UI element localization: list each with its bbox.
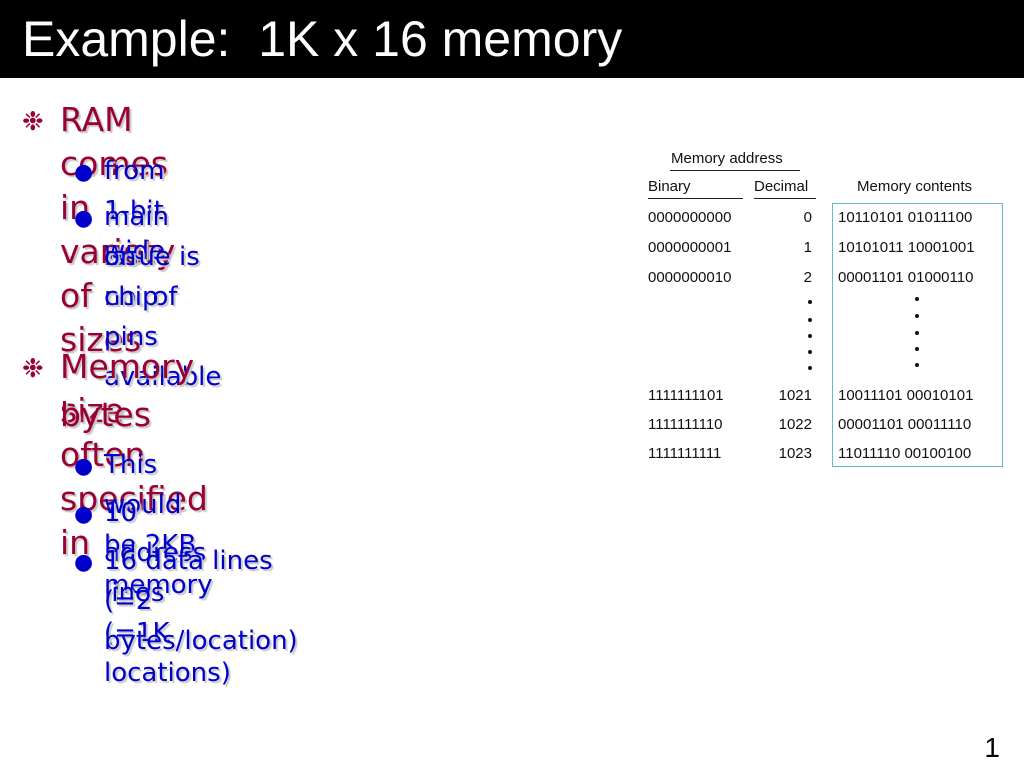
cell-binary: 1111111111 [648, 445, 722, 462]
cell-decimal: 1023 [778, 445, 812, 462]
cell-contents: 10011101 00010101 [838, 387, 974, 404]
decimal-underline [754, 198, 816, 199]
cell-decimal: 2 [803, 269, 812, 286]
cell-decimal: 1021 [778, 387, 812, 404]
dot-bullet-icon: ● [74, 206, 94, 231]
asterisk-bullet-icon: ❉ [22, 107, 44, 137]
ellipsis-dot [915, 297, 919, 301]
ellipsis-dot [915, 347, 919, 351]
ellipsis-dot [915, 363, 919, 367]
cell-contents: 00001101 00011110 [838, 416, 972, 433]
dot-bullet-icon: ● [74, 502, 94, 527]
slide-title: Example: 1K x 16 memory [22, 11, 623, 67]
dot-bullet-icon: ● [74, 454, 94, 479]
ellipsis-dot [915, 331, 919, 335]
cell-contents: 11011110 00100100 [838, 445, 972, 462]
sub-bullet-address-lines: 10 address lines (=1K locations) [104, 498, 231, 688]
cell-binary: 0000000000 [648, 209, 732, 226]
memory-contents-box [832, 203, 1003, 467]
cell-contents: 10110101 01011100 [838, 209, 973, 226]
sub-bullet-2kb: This would be 2KB memory [104, 450, 213, 600]
cell-decimal: 1022 [778, 416, 812, 433]
cell-contents: 00001101 01000110 [838, 269, 974, 286]
column-memory-contents: Memory contents [857, 178, 973, 195]
bullet-memory-size-cont: bytes [60, 395, 151, 434]
binary-underline [648, 198, 743, 199]
cell-decimal: 0 [803, 209, 812, 226]
asterisk-bullet-icon: ❉ [22, 354, 44, 384]
column-decimal: Decimal [754, 178, 809, 195]
sub-bullet-data-lines: 16 data lines (=2 bytes/location) [104, 546, 298, 656]
ellipsis-dot [808, 350, 812, 354]
memory-address-header: Memory address [671, 150, 783, 167]
dot-bullet-icon: ● [74, 550, 94, 575]
cell-contents: 10101011 10001001 [838, 239, 975, 256]
cell-binary: 0000000001 [648, 239, 732, 256]
column-binary: Binary [648, 178, 691, 195]
sub-bullet-1bit: from 1-bit wide [104, 156, 165, 266]
memory-table: Memory address Binary Decimal Memory con… [640, 140, 1020, 480]
ellipsis-dot [808, 334, 812, 338]
cell-binary: 1111111101 [648, 387, 724, 404]
ellipsis-dot [915, 314, 919, 318]
ellipsis-dot [808, 318, 812, 322]
ellipsis-dot [808, 300, 812, 304]
ellipsis-dot [808, 366, 812, 370]
cell-binary: 0000000010 [648, 269, 732, 286]
dot-bullet-icon: ● [74, 160, 94, 185]
bullet-ram-sizes: RAM comes in variety of sizes [60, 100, 176, 359]
header-underline [670, 170, 800, 171]
page-number: 1 [984, 732, 1000, 763]
cell-decimal: 1 [803, 239, 812, 256]
title-bar: Example: 1K x 16 memory [0, 0, 1024, 78]
sub-bullet-pins: main issue is no. of pins available [104, 202, 222, 392]
bullet-memory-size: Memory size often specified in [60, 347, 208, 562]
sub-bullet-pins-cont: on chip [104, 242, 159, 312]
cell-binary: 1111111110 [648, 416, 723, 433]
